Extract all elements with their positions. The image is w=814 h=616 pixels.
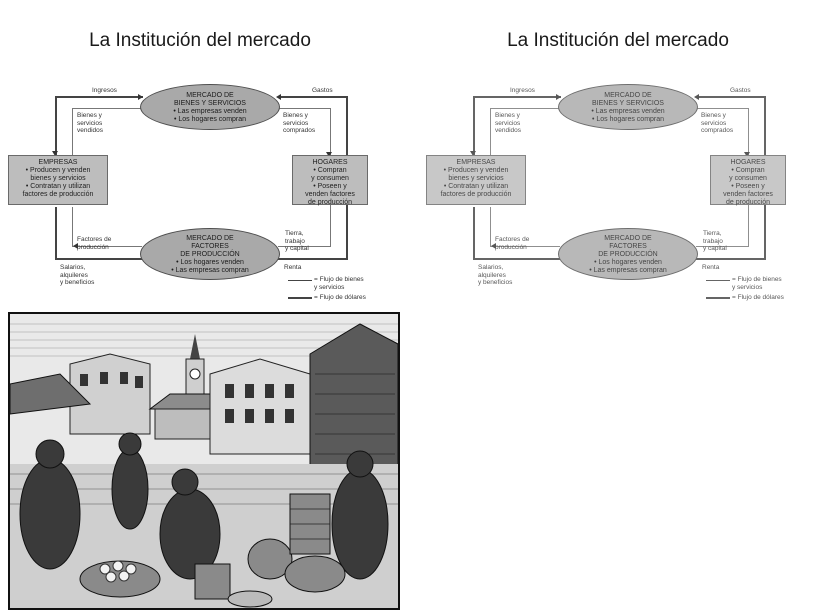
arrow-down-icon (326, 152, 332, 157)
slide-right: La Institución del mercado MERCADO DE BI… (418, 0, 814, 305)
flow-line (748, 108, 749, 158)
circular-flow-diagram: MERCADO DE BIENES Y SERVICIOS • Las empr… (418, 0, 814, 305)
node-text: • Las empresas venden • Los hogares comp… (591, 108, 665, 123)
flow-line (55, 96, 57, 156)
arrow-left-icon (73, 243, 78, 249)
flow-line (473, 96, 561, 98)
arrow-right-icon (138, 94, 143, 100)
node-text: • Producen y venden bienes y servicios •… (22, 167, 94, 198)
flow-line (330, 205, 331, 247)
flow-line (278, 96, 348, 98)
flow-line (696, 258, 766, 260)
legend-line-goods (288, 280, 312, 281)
flow-line (72, 108, 142, 109)
node-text: • Producen y venden bienes y servicios •… (440, 167, 512, 198)
flow-line (278, 246, 330, 247)
legend-goods: = Flujo de bienes y servicios (314, 276, 364, 291)
legend-money: = Flujo de dólares (314, 294, 366, 301)
label-bienes-vendidos: Bienes y servicios vendidos (495, 112, 522, 134)
label-salarios: Salarios, alquileres y beneficios (60, 264, 95, 286)
label-bienes-vendidos: Bienes y servicios vendidos (77, 112, 104, 134)
factor-market-node: MERCADO DE FACTORES DE PRODUCCIÓN • Los … (558, 228, 698, 280)
label-ingresos: Ingresos (510, 87, 535, 94)
arrow-down-icon (470, 151, 476, 156)
flow-line (473, 207, 475, 259)
flow-line (72, 207, 73, 247)
slide-title: La Institución del mercado (507, 30, 729, 51)
firms-node: EMPRESAS • Producen y venden bienes y se… (8, 155, 108, 205)
flow-line (696, 246, 748, 247)
flow-line (72, 108, 73, 156)
market-scene-icon (10, 314, 398, 608)
node-text: • Los hogares venden • Las empresas comp… (171, 259, 249, 274)
goods-market-node: MERCADO DE BIENES Y SERVICIOS • Las empr… (140, 84, 280, 130)
node-title: MERCADO DE FACTORES DE PRODUCCIÓN (598, 235, 658, 258)
households-node: HOGARES • Compran y consumen • Poseen y … (710, 155, 786, 206)
node-text: • Los hogares venden • Las empresas comp… (589, 259, 667, 274)
flow-line (55, 207, 57, 259)
slide-title: La Institución del mercado (89, 30, 311, 51)
node-title: MERCADO DE BIENES Y SERVICIOS (592, 92, 664, 107)
arrow-down-icon (52, 151, 58, 156)
arrow-left-icon (694, 94, 699, 100)
flow-line (490, 108, 560, 109)
node-title: EMPRESAS (38, 159, 78, 166)
legend-line-money (288, 297, 312, 299)
flow-line (330, 108, 331, 158)
flow-line (748, 205, 749, 247)
flow-line (764, 205, 766, 260)
node-title: MERCADO DE BIENES Y SERVICIOS (174, 92, 246, 107)
flow-line (490, 207, 491, 247)
households-node: HOGARES • Compran y consumen • Poseen y … (292, 155, 368, 206)
flow-line (490, 108, 491, 156)
label-tierra: Tierra, trabajo y capital (285, 230, 309, 252)
node-title: HOGARES (312, 159, 348, 166)
node-title: HOGARES (730, 159, 766, 166)
label-gastos: Gastos (312, 87, 333, 94)
arrow-down-icon (744, 152, 750, 157)
label-bienes-comprados: Bienes y servicios comprados (283, 112, 316, 134)
flow-line (278, 258, 348, 260)
market-scene-engraving (8, 312, 400, 610)
node-text: • Compran y consumen • Poseen y venden f… (723, 167, 773, 206)
flow-line (490, 246, 560, 247)
legend-line-money (706, 297, 730, 299)
flow-line (72, 246, 142, 247)
flow-line (696, 108, 748, 109)
flow-line (55, 258, 143, 260)
flow-line (55, 96, 143, 98)
node-text: • Las empresas venden • Los hogares comp… (173, 108, 247, 123)
legend-goods: = Flujo de bienes y servicios (732, 276, 782, 291)
flow-line (764, 96, 766, 158)
flow-line (278, 108, 330, 109)
legend-line-goods (706, 280, 730, 281)
label-ingresos: Ingresos (92, 87, 117, 94)
goods-market-node: MERCADO DE BIENES Y SERVICIOS • Las empr… (558, 84, 698, 130)
node-title: MERCADO DE FACTORES DE PRODUCCIÓN (180, 235, 240, 258)
firms-node: EMPRESAS • Producen y venden bienes y se… (426, 155, 526, 205)
flow-line (346, 96, 348, 158)
label-gastos: Gastos (730, 87, 751, 94)
slide-left: La Institución del mercado MERCADO DE BI… (0, 0, 400, 305)
flow-line (473, 96, 475, 156)
arrow-left-icon (491, 243, 496, 249)
flow-line (473, 258, 561, 260)
label-tierra: Tierra, trabajo y capital (703, 230, 727, 252)
flow-line (696, 96, 766, 98)
label-bienes-comprados: Bienes y servicios comprados (701, 112, 734, 134)
node-title: EMPRESAS (456, 159, 496, 166)
label-factores: Factores de producción (495, 236, 530, 251)
arrow-right-icon (556, 94, 561, 100)
label-renta: Renta (284, 264, 302, 271)
legend-money: = Flujo de dólares (732, 294, 784, 301)
label-salarios: Salarios, alquileres y beneficios (478, 264, 513, 286)
node-text: • Compran y consumen • Poseen y venden f… (305, 167, 355, 206)
label-factores: Factores de producción (77, 236, 112, 251)
label-renta: Renta (702, 264, 720, 271)
flow-line (346, 205, 348, 260)
arrow-left-icon (276, 94, 281, 100)
factor-market-node: MERCADO DE FACTORES DE PRODUCCIÓN • Los … (140, 228, 280, 280)
circular-flow-diagram: MERCADO DE BIENES Y SERVICIOS • Las empr… (0, 0, 400, 305)
